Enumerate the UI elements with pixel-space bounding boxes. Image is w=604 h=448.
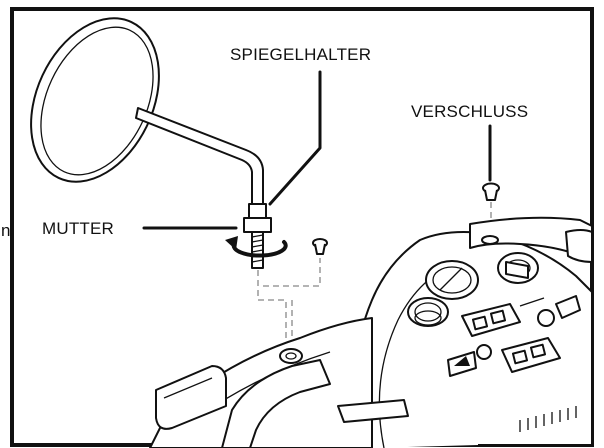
scooter-handlebar — [149, 216, 593, 448]
callout-lines — [142, 70, 492, 230]
control-buttons — [519, 295, 581, 327]
left-grip — [155, 365, 227, 430]
closure-plug-small — [312, 238, 328, 255]
rotation-arrow-icon — [225, 236, 288, 258]
mirror-nut — [243, 217, 272, 233]
indicator-button-icon — [447, 344, 492, 377]
right-grip — [565, 229, 593, 263]
label-verschluss: VERSCHLUSS — [411, 102, 528, 121]
label-spiegelhalter: SPIEGELHALTER — [230, 45, 371, 64]
mirror-glass — [40, 26, 154, 176]
switch-panel-upper — [461, 303, 521, 337]
dash-plug — [481, 235, 499, 245]
label-mutter: MUTTER — [42, 219, 114, 238]
cowl-vents — [519, 406, 577, 432]
closure-plug — [482, 182, 500, 226]
switch-panel-lower — [501, 337, 561, 373]
mirror-stem — [248, 203, 267, 219]
mirror-mount-hole — [279, 348, 303, 364]
stray-glyph: n — [1, 221, 11, 240]
mirror — [30, 17, 288, 269]
rotary-dial-icon — [407, 297, 449, 327]
speed-gauge — [425, 260, 479, 300]
ignition-knob-icon — [497, 252, 539, 284]
left-brake-lever — [337, 399, 409, 423]
left-handlebar — [221, 359, 331, 448]
